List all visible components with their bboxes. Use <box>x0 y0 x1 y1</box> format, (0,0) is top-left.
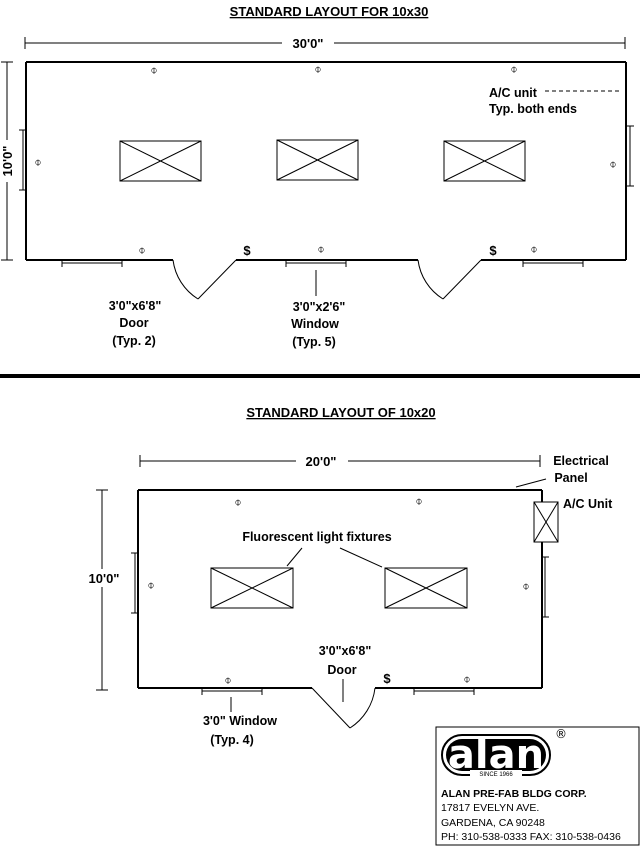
leader-line <box>286 547 303 567</box>
outlet-icon: ⌽ <box>314 62 321 76</box>
window <box>285 259 347 267</box>
outlet-icon: ⌽ <box>317 242 324 256</box>
light-fixture <box>119 140 202 182</box>
section-divider <box>0 374 640 378</box>
outlet-icon: ⌽ <box>234 495 241 509</box>
light-fixture <box>443 140 526 182</box>
door-size-label: 3'0"x6'8" <box>109 299 162 313</box>
window-size-label: 3'0" Window <box>203 714 277 728</box>
switch-icon: $ <box>383 671 391 686</box>
window <box>541 556 549 618</box>
door-swing <box>311 687 376 729</box>
company-title-block: alan SINCE 1966 ® ALAN PRE-FAB BLDG CORP… <box>435 726 640 846</box>
outlet-icon: ⌽ <box>522 579 529 593</box>
window <box>61 259 123 267</box>
window <box>201 687 263 695</box>
door-count-label: (Typ. 2) <box>112 334 156 348</box>
window <box>131 552 139 614</box>
length-dimension-30: 30'0" <box>24 35 626 51</box>
outlet-icon: ⌽ <box>530 242 537 256</box>
layout-10x30: STANDARD LAYOUT FOR 10x30 30'0" 10'0" <box>0 4 634 349</box>
window <box>413 687 475 695</box>
door-swing <box>417 259 482 300</box>
door-swing <box>172 259 237 300</box>
window <box>522 259 584 267</box>
electrical-panel-label-2: Panel <box>554 471 587 485</box>
outlet-icon: ⌽ <box>510 62 517 76</box>
outlet-icon: ⌽ <box>463 672 470 686</box>
light-fixture <box>276 139 359 181</box>
window-count-label: (Typ. 5) <box>292 335 336 349</box>
window <box>626 125 634 187</box>
electrical-panel-label: Electrical <box>553 454 609 468</box>
switch-icon: $ <box>489 243 497 258</box>
width-dimension-bottom: 10'0" <box>84 489 124 691</box>
outlet-icon: ⌽ <box>609 157 616 171</box>
ac-unit-label: A/C Unit <box>563 497 613 511</box>
door-size-label: 3'0"x6'8" <box>319 644 372 658</box>
length-dimension-20-label: 20'0" <box>306 454 337 469</box>
fluorescent-fixtures-label: Fluorescent light fixtures <box>242 530 391 544</box>
outlet-icon: ⌽ <box>147 578 154 592</box>
ac-unit-label: A/C unit <box>489 86 538 100</box>
company-address-1: 17817 EVELYN AVE. <box>441 802 539 814</box>
layout-10x30-title: STANDARD LAYOUT FOR 10x30 <box>230 4 429 19</box>
ac-unit <box>533 501 559 543</box>
building-outline-10x20 <box>137 489 543 689</box>
window <box>19 129 27 191</box>
layout-10x20-title: STANDARD LAYOUT OF 10x20 <box>246 405 435 420</box>
building-outline-10x30 <box>25 61 627 261</box>
width-dimension-bottom-label: 10'0" <box>89 571 120 586</box>
company-name: ALAN PRE-FAB BLDG CORP. <box>441 788 587 800</box>
switch-icon: $ <box>243 243 251 258</box>
length-dimension-20: 20'0" <box>139 453 541 469</box>
width-dimension-top: 10'0" <box>0 61 15 261</box>
length-dimension-30-label: 30'0" <box>293 36 324 51</box>
light-fixture <box>210 567 294 609</box>
alan-logo: alan SINCE 1966 ® <box>441 727 567 778</box>
door-label: Door <box>119 316 148 330</box>
logo-since: SINCE 1966 <box>479 772 513 778</box>
outlet-icon: ⌽ <box>138 243 145 257</box>
ac-unit-note: Typ. both ends <box>489 102 577 116</box>
outlet-icon: ⌽ <box>415 494 422 508</box>
window-size-label: 3'0"x2'6" <box>293 300 346 314</box>
company-address-2: GARDENA, CA 90248 <box>441 817 545 829</box>
width-dimension-top-label: 10'0" <box>0 146 15 177</box>
company-contact: PH: 310-538-0333 FAX: 310-538-0436 <box>441 831 621 843</box>
leader-line <box>339 547 383 568</box>
door-label: Door <box>327 663 356 677</box>
layout-10x20: STANDARD LAYOUT OF 10x20 20'0" 10'0" <box>84 405 613 747</box>
light-fixture <box>384 567 468 609</box>
window-count-label: (Typ. 4) <box>210 733 254 747</box>
outlet-icon: ⌽ <box>150 63 157 77</box>
registered-mark-icon: ® <box>555 727 567 741</box>
window-label: Window <box>291 317 339 331</box>
outlet-icon: ⌽ <box>224 673 231 687</box>
leader-line <box>515 478 547 488</box>
outlet-icon: ⌽ <box>34 155 41 169</box>
